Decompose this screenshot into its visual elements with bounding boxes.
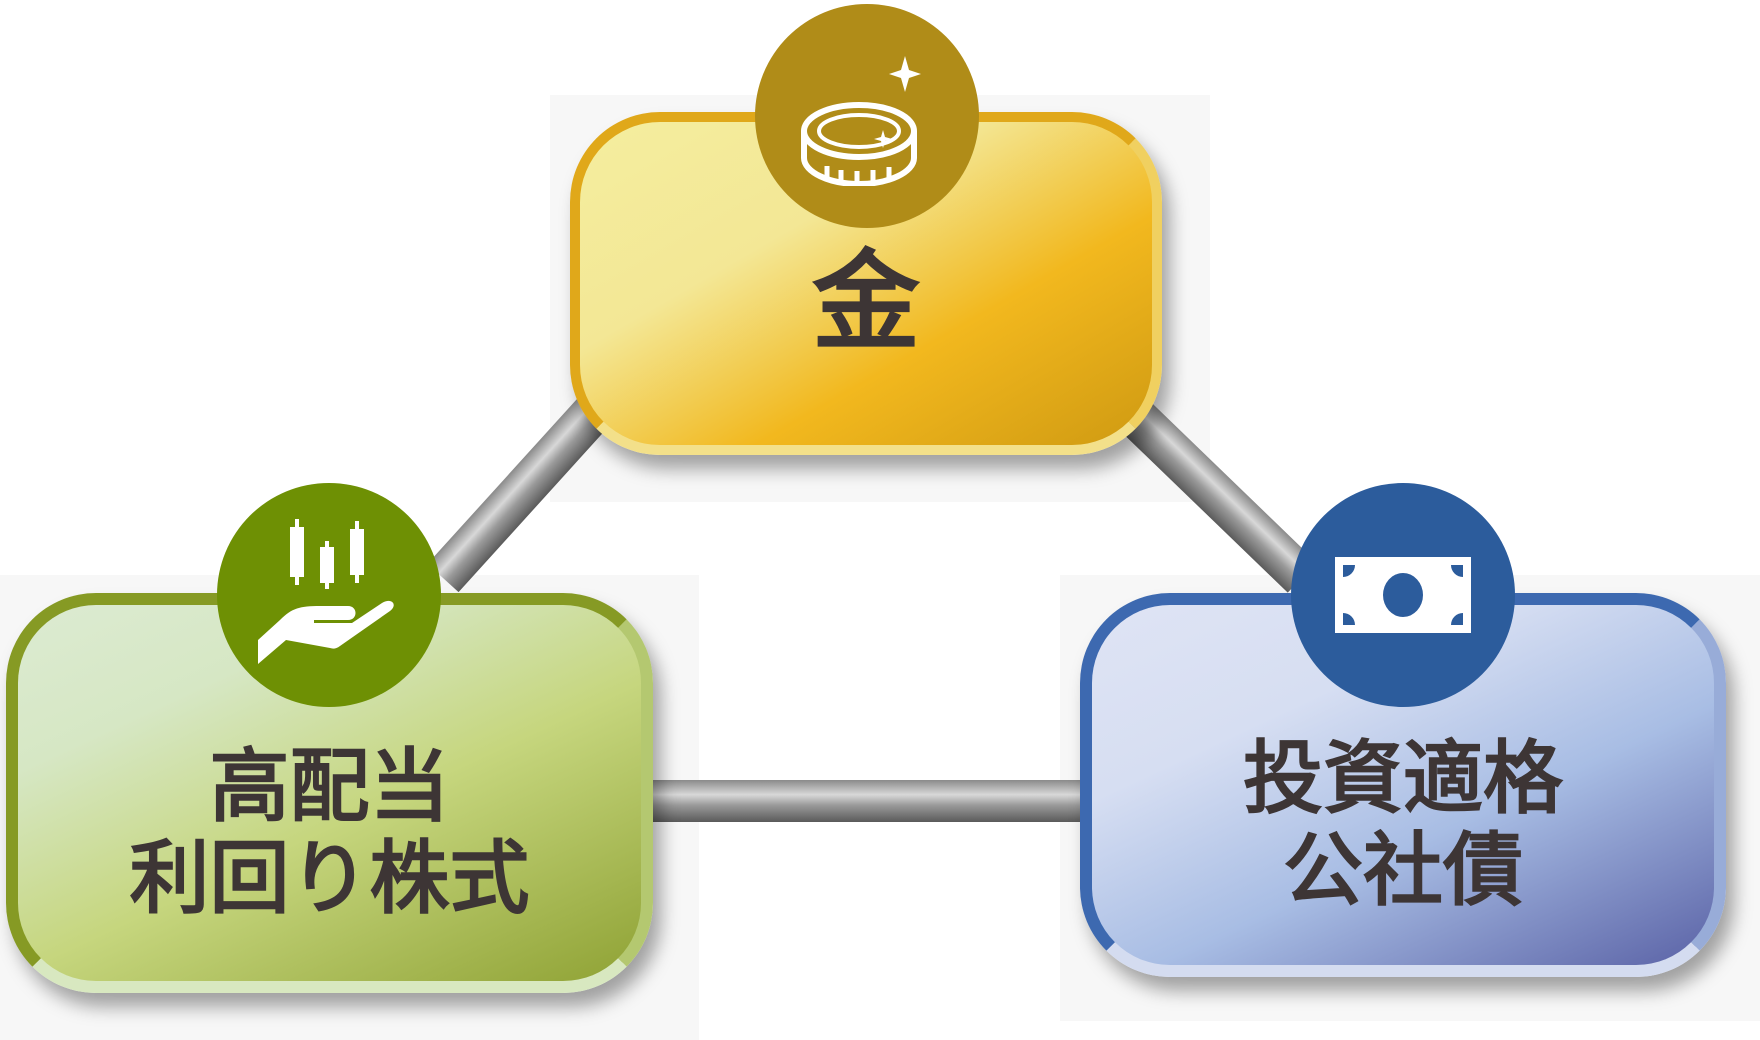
gold-label: 金 — [811, 240, 920, 366]
connector-dividend-bonds — [650, 780, 1082, 822]
dividend-icon-circle — [217, 483, 441, 707]
bonds-label-line2: 公社債 — [1283, 824, 1523, 917]
dividend-label-line1: 高配当 — [209, 740, 450, 833]
dividend-label-line2: 利回り株式 — [129, 832, 530, 925]
bonds-label-line1: 投資適格 — [1243, 732, 1563, 825]
hand-candlestick-icon — [258, 519, 394, 664]
bonds-icon-circle — [1291, 483, 1515, 707]
banknote-icon — [1335, 557, 1471, 633]
gold-icon-circle — [755, 4, 979, 228]
coin-icon — [801, 56, 921, 186]
